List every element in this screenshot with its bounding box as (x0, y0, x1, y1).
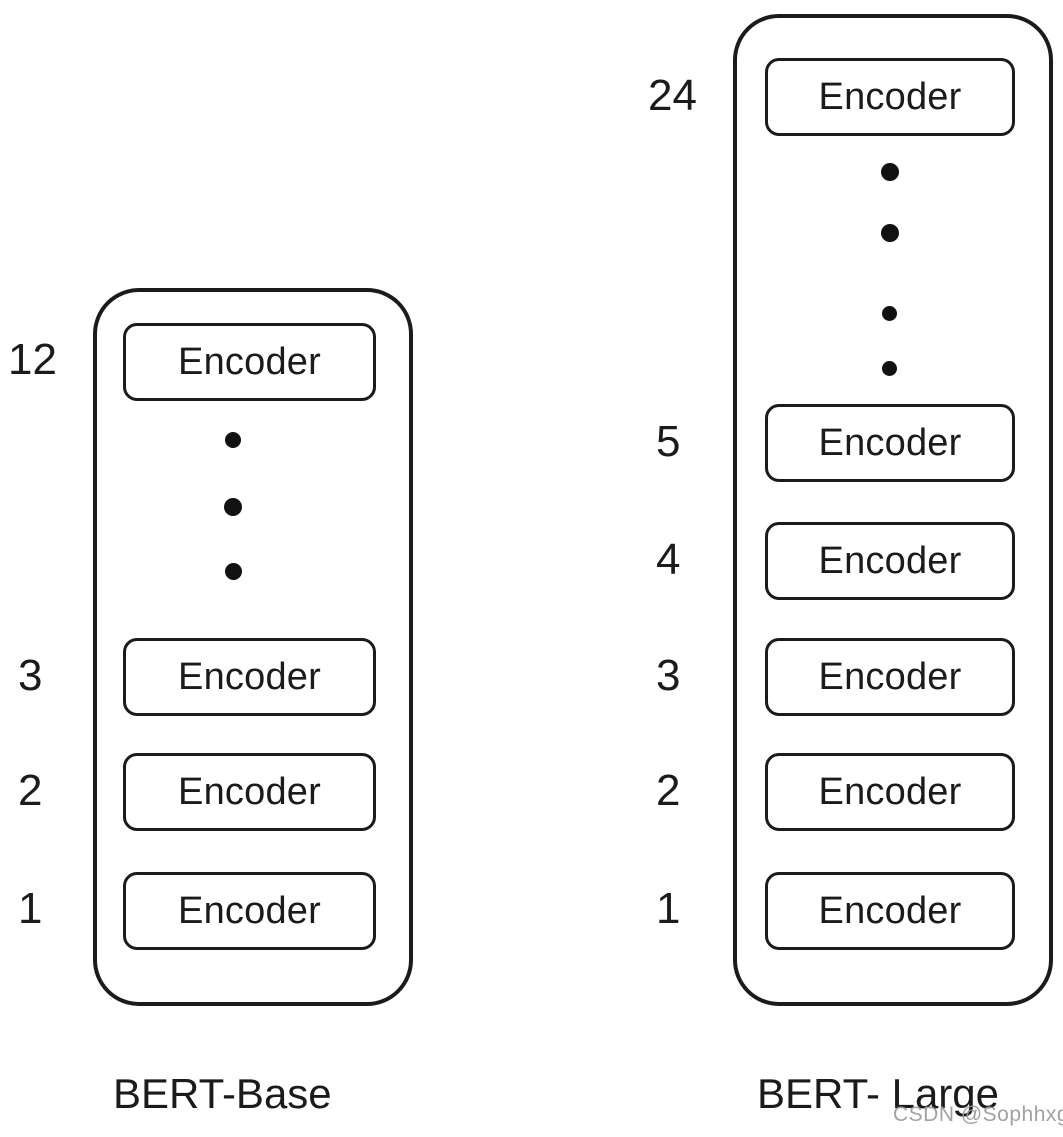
ellipsis-dot (881, 163, 899, 181)
layer-index-12: 12 (8, 335, 57, 384)
caption-bert-large: BERT- Large (757, 1070, 1000, 1117)
layer-index-3: 3 (656, 651, 681, 700)
encoder-block-label: Encoder (818, 422, 962, 464)
layer-index-1: 1 (18, 884, 43, 933)
encoder-block-2[interactable]: Encoder (123, 753, 376, 831)
encoder-block-5[interactable]: Encoder (765, 404, 1015, 482)
layer-index-1: 1 (656, 884, 681, 933)
layer-index-5: 5 (656, 417, 681, 466)
encoder-block-2[interactable]: Encoder (765, 753, 1015, 831)
caption-bert-base: BERT-Base (113, 1070, 332, 1117)
encoder-block-1[interactable]: Encoder (765, 872, 1015, 950)
encoder-block-24[interactable]: Encoder (765, 58, 1015, 136)
encoder-block-1[interactable]: Encoder (123, 872, 376, 950)
ellipsis-dot (224, 498, 242, 516)
encoder-block-label: Encoder (178, 341, 321, 383)
encoder-block-3[interactable]: Encoder (765, 638, 1015, 716)
encoder-block-label: Encoder (178, 656, 321, 698)
layer-index-2: 2 (18, 766, 43, 815)
encoder-block-3[interactable]: Encoder (123, 638, 376, 716)
encoder-block-label: Encoder (178, 890, 321, 932)
ellipsis-dot (882, 361, 897, 376)
encoder-block-label: Encoder (818, 540, 962, 582)
layer-index-4: 4 (656, 535, 681, 584)
encoder-block-12[interactable]: Encoder (123, 323, 376, 401)
ellipsis-dot (225, 432, 241, 448)
model-group-bert-base: 12 3 2 1 Encoder Encoder Encoder Encoder… (0, 0, 520, 1137)
ellipsis-dot (225, 563, 242, 580)
encoder-block-label: Encoder (818, 656, 962, 698)
encoder-block-4[interactable]: Encoder (765, 522, 1015, 600)
ellipsis-dot (881, 224, 899, 242)
encoder-block-label: Encoder (818, 771, 962, 813)
encoder-block-label: Encoder (818, 76, 962, 118)
layer-index-3: 3 (18, 651, 43, 700)
encoder-block-label: Encoder (178, 771, 321, 813)
encoder-block-label: Encoder (818, 890, 962, 932)
layer-index-2: 2 (656, 766, 681, 815)
watermark-text: CSDN @Sophhxg_柒 (893, 1103, 1063, 1126)
layer-index-24: 24 (648, 71, 697, 120)
ellipsis-dot (882, 306, 897, 321)
